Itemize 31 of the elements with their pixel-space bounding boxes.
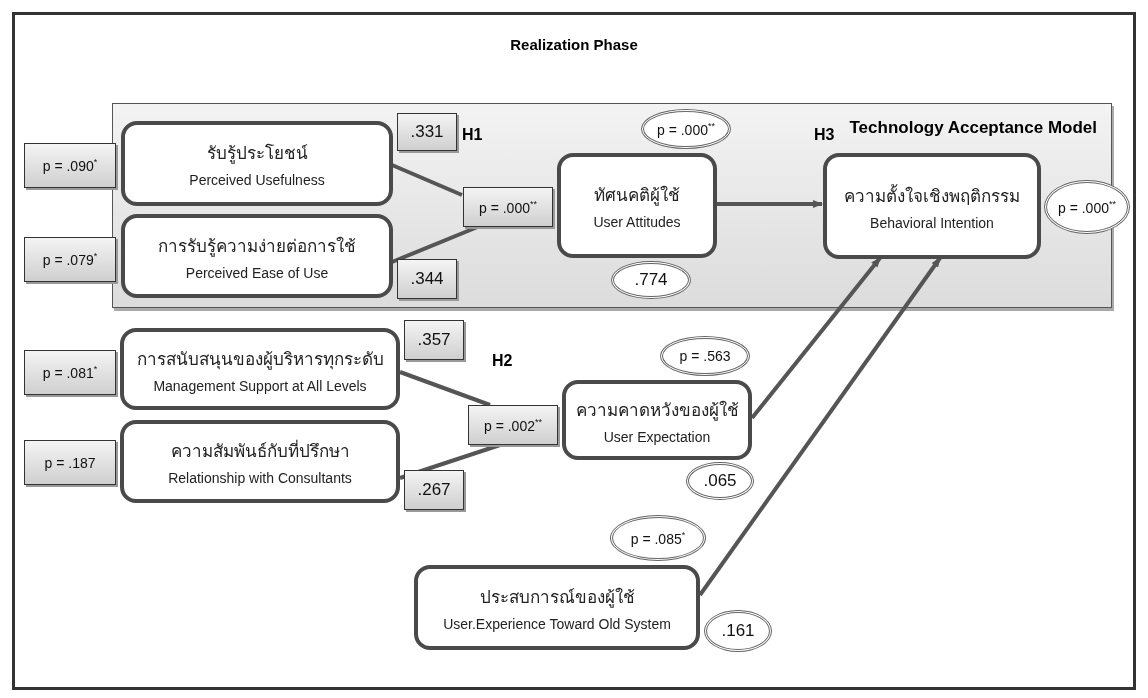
construct-box: ความตั้งใจเชิงพฤติกรรม Behavioral Intention: [823, 153, 1041, 259]
construct-box: รับรู้ประโยชน์ Perceived Usefulness: [121, 121, 393, 206]
arrow: [716, 200, 823, 208]
construct-box: ความสัมพันธ์กับที่ปรึกษา Relationship with Consultants: [120, 420, 400, 503]
p-value-box: p = .000$^{**}$: [463, 187, 553, 227]
p-value-oval: p = .563: [660, 336, 750, 376]
hypothesis-label: H3: [814, 126, 835, 144]
construct-box: การรับรู้ความง่ายต่อการใช้ Perceived Ease of Use: [121, 214, 393, 298]
hypothesis-label: H2: [492, 352, 513, 370]
connector-line: [391, 163, 463, 197]
p-value-oval: p = .000$^{**}$: [641, 109, 731, 149]
p-value-box: p = .090$^{*}$: [24, 143, 116, 188]
construct-box: การสนับสนุนของผู้บริหารทุกระดับ Management Support at All Levels: [120, 328, 400, 410]
arrow: [698, 256, 942, 597]
coefficient-oval: .065: [686, 462, 754, 500]
coefficient-box: .331: [397, 113, 457, 151]
coefficient-oval: .774: [611, 261, 691, 299]
p-value-box: p = .079$^{*}$: [24, 237, 116, 282]
arrow: [750, 256, 882, 420]
hypothesis-label: H1: [462, 126, 483, 144]
construct-box: ความคาดหวังของผู้ใช้ User Expectation: [562, 380, 752, 460]
coefficient-box: .357: [404, 320, 464, 360]
construct-box: ทัศนคติผู้ใช้ User Attitudes: [557, 153, 717, 258]
coefficient-box: .344: [397, 259, 457, 299]
p-value-box: p = .081$^{*}$: [24, 350, 116, 395]
panel-title: Technology Acceptance Model: [849, 118, 1097, 138]
diagram-title: Realization Phase: [509, 36, 639, 53]
coefficient-box: .267: [404, 470, 464, 510]
p-value-box: p = .187: [24, 440, 116, 485]
p-value-box: p = .002$^{**}$: [468, 405, 558, 445]
construct-box: ประสบการณ์ของผู้ใช้ User.Experience Toward Old System: [414, 565, 700, 650]
